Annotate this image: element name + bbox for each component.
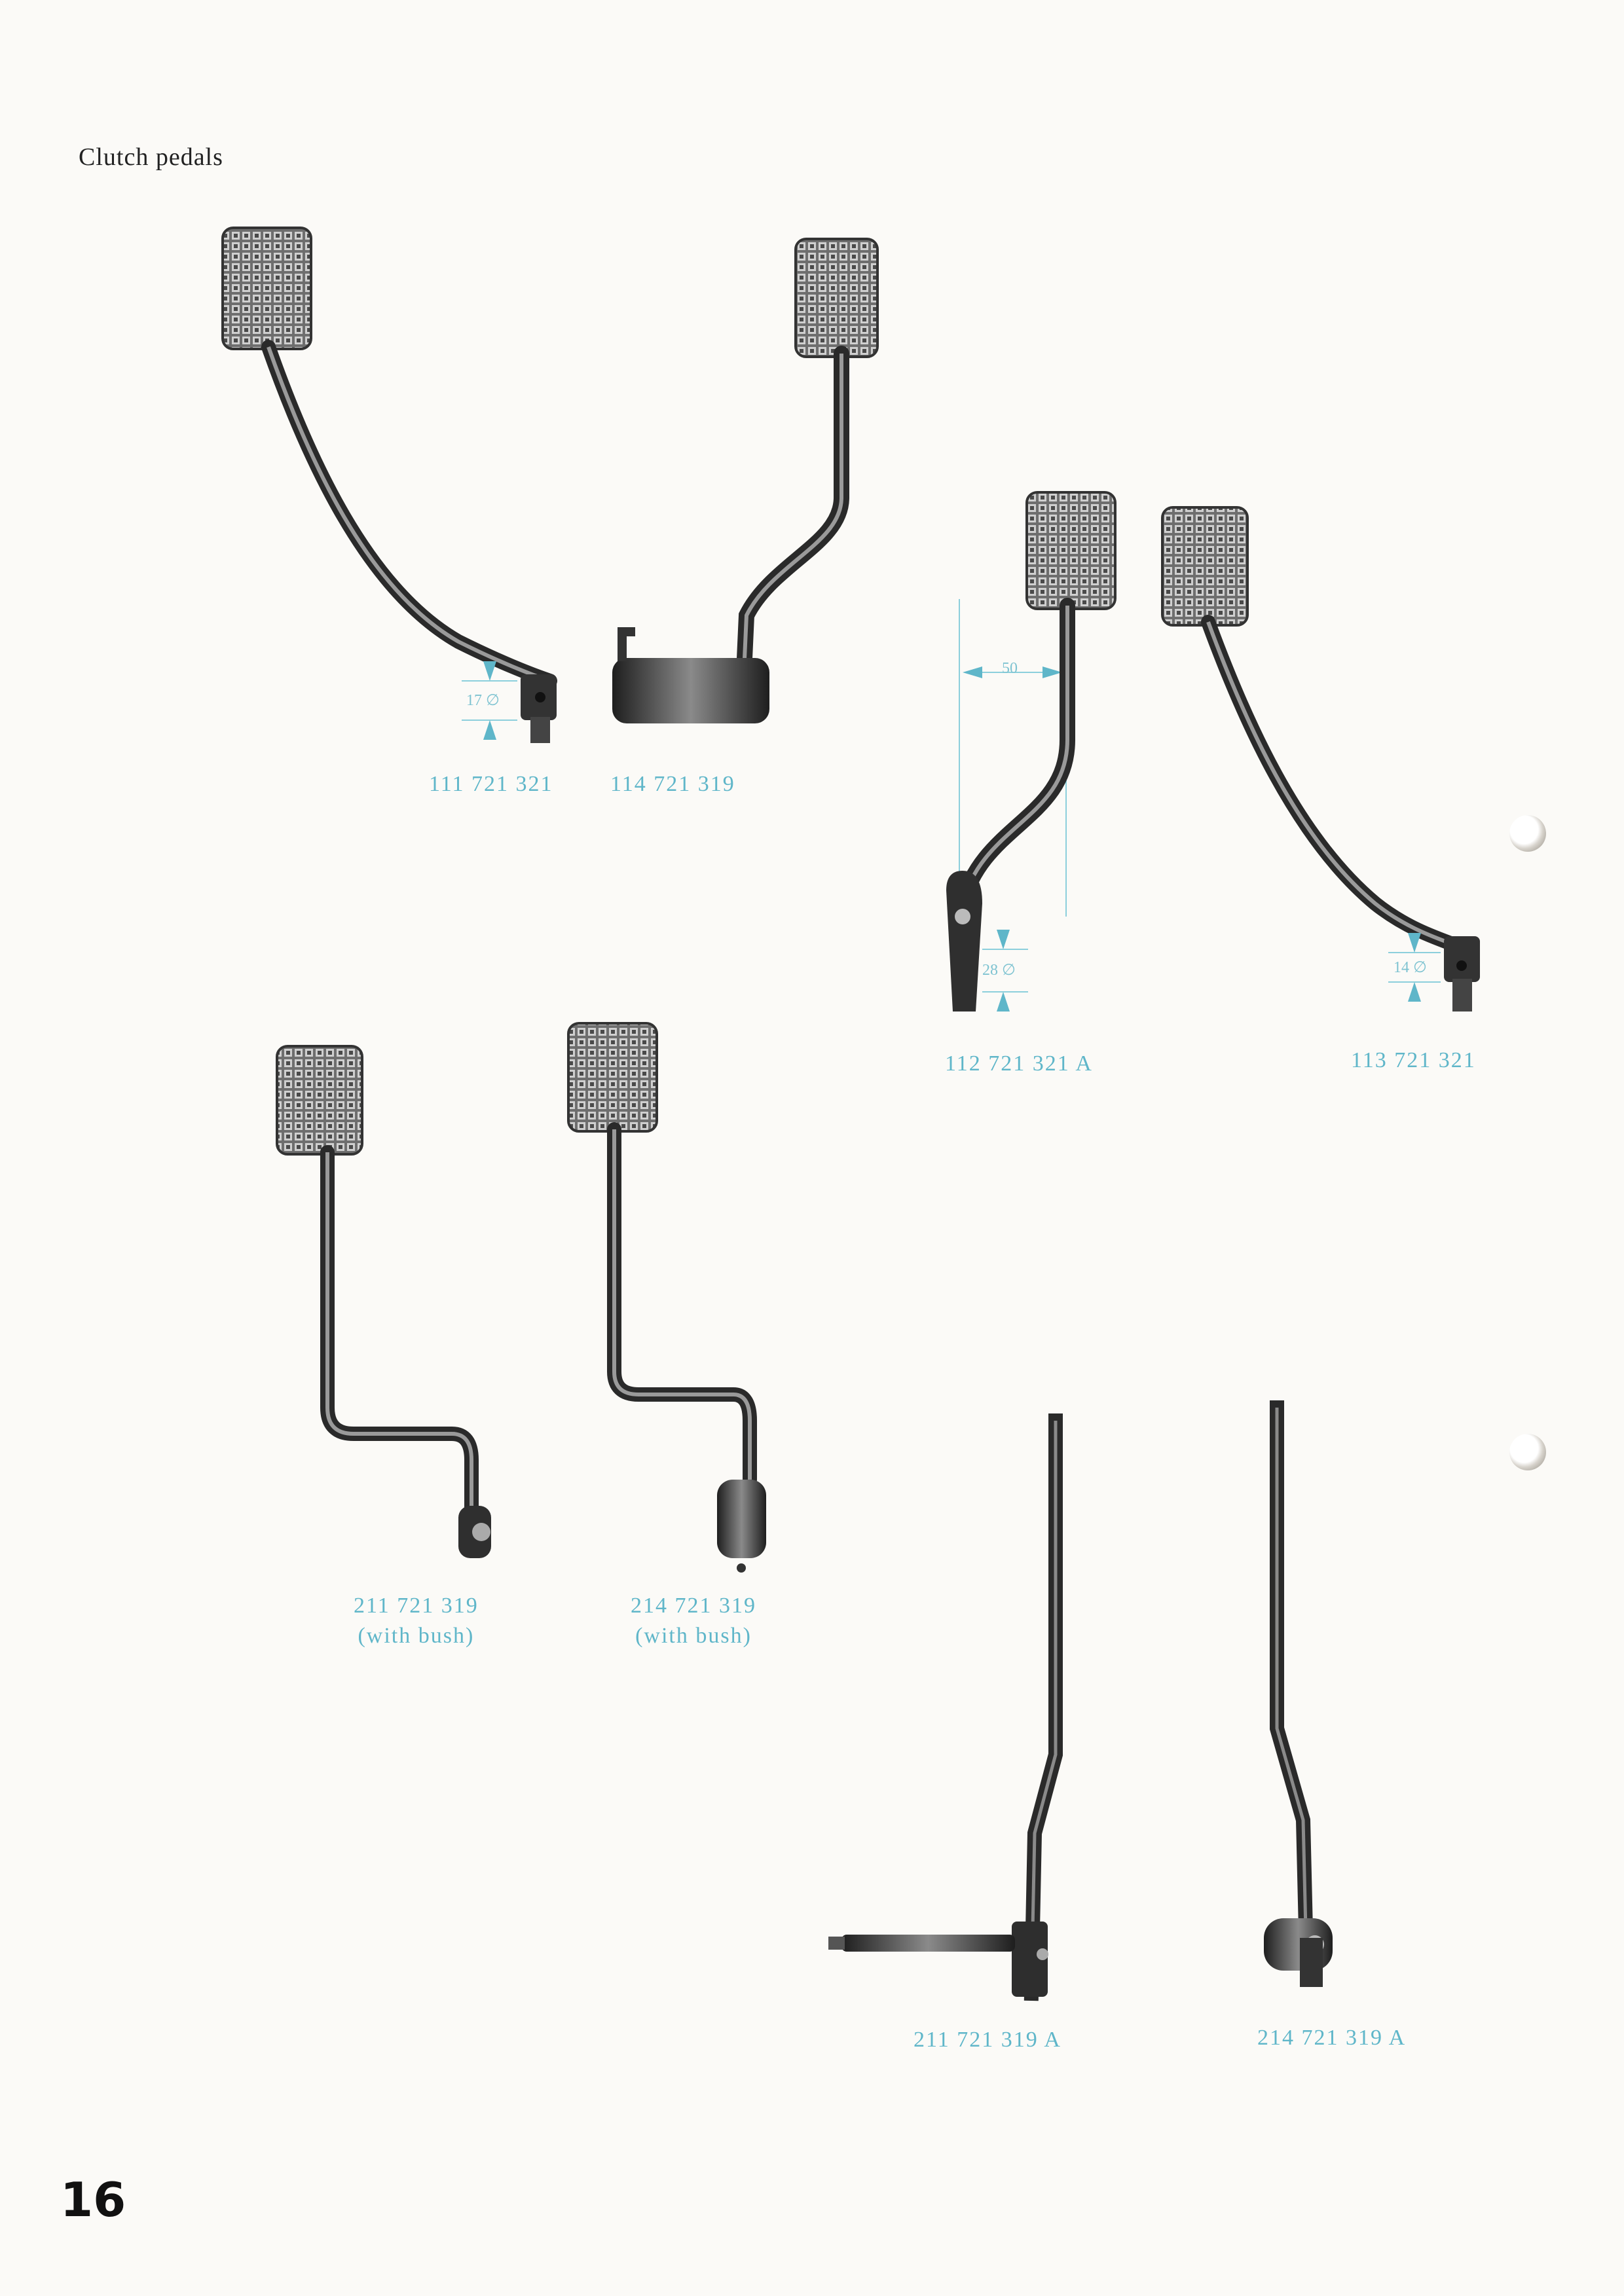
part-number-label: 114 721 319: [610, 772, 735, 796]
binder-hole: [1509, 1434, 1546, 1470]
pedal-214-721-319: [567, 1022, 766, 1573]
part-number-label: 214 721 319 (with bush): [631, 1591, 756, 1651]
pedal-211-721-319-a: [828, 1413, 1063, 2001]
binder-hole: [1509, 815, 1546, 852]
part-number-label: 214 721 319 A: [1257, 2026, 1407, 2050]
dimension-label-17: 17 ∅: [466, 692, 500, 709]
dimension-label-14: 14 ∅: [1393, 959, 1427, 976]
dimension-label-50: 50: [1002, 660, 1018, 677]
pedal-112-721-321-a: [946, 491, 1116, 1011]
part-number-label: 112 721 321 A: [945, 1051, 1093, 1076]
pedal-113-721-321: [1161, 506, 1480, 1011]
pedal-214-721-319-a: [1264, 1400, 1333, 1987]
part-note: (with bush): [635, 1624, 752, 1648]
pedal-211-721-319: [276, 1045, 491, 1558]
part-number-label: 113 721 321: [1351, 1048, 1476, 1072]
page-number: 16: [60, 2172, 126, 2227]
pedal-111-721-321: [221, 227, 557, 743]
part-note: (with bush): [358, 1624, 475, 1648]
part-number-label: 211 721 319 (with bush): [354, 1591, 479, 1651]
part-number-label: 211 721 319 A: [913, 2028, 1061, 2052]
part-number: 214 721 319: [631, 1594, 756, 1618]
part-number-label: 111 721 321: [429, 772, 553, 796]
page-title: Clutch pedals: [79, 143, 223, 171]
dimension-17: [462, 661, 517, 740]
dimension-label-28: 28 ∅: [982, 962, 1016, 979]
pedal-114-721-319: [612, 238, 879, 723]
part-number: 211 721 319: [354, 1594, 479, 1618]
